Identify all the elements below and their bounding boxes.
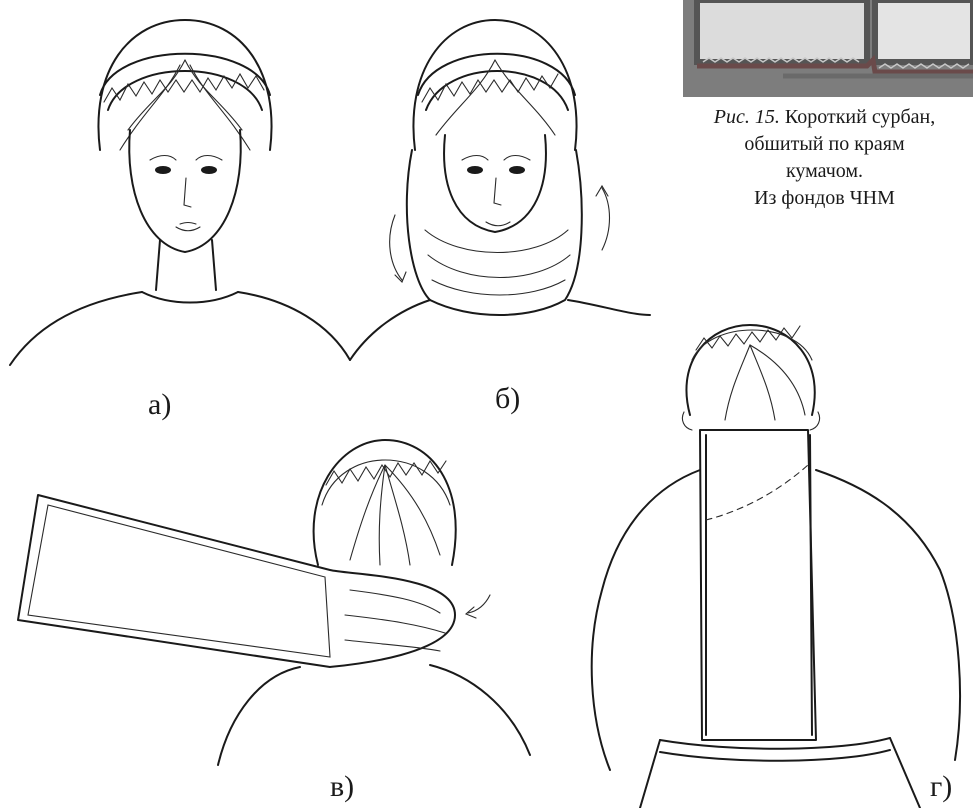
panel-label-g: г) xyxy=(930,770,952,804)
caption-line-1: Короткий сурбан, xyxy=(785,106,935,128)
surban-photo xyxy=(683,0,973,97)
caption-line-2: обшитый по краям xyxy=(676,131,973,158)
panel-label-b: б) xyxy=(495,382,520,416)
caption-figure-number: Рис. 15. xyxy=(714,106,780,128)
drawing-g xyxy=(580,320,973,808)
panel-label-a: а) xyxy=(148,388,171,422)
drawing-v xyxy=(0,425,560,808)
caption-line-3: кумачом. xyxy=(676,158,973,185)
caption-line-4: Из фондов ЧНМ xyxy=(676,185,973,212)
drawing-a xyxy=(0,0,360,380)
figure-caption: Рис. 15. Короткий сурбан, обшитый по кра… xyxy=(676,104,973,212)
panel-label-v: в) xyxy=(330,770,354,804)
